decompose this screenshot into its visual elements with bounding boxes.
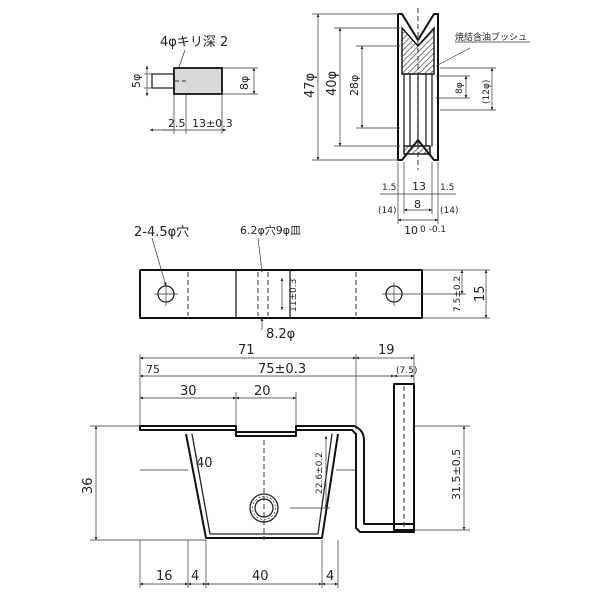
bush-15l-label: 1.5 [382,183,396,193]
bush-40-label: 40φ [325,71,340,96]
bush-10tol-label: 0 -0.1 [420,225,446,235]
front-20-label: 20 [254,384,271,399]
front-40-label: 40 [196,456,213,471]
pin-note-label: 4φキリ深 2 [160,35,228,50]
bush-8w-label: 8 [414,198,421,211]
front-75a-label: 75 [146,363,160,376]
bush-note-label: 焼結含油ブッシュ [455,31,527,43]
front-40b-label: 40 [252,569,269,584]
front-19-label: 19 [378,343,395,358]
pin-detail [144,49,258,134]
pin-dia-label: 8φ [238,76,251,90]
pin-len-a-label: 2.5 [168,117,186,130]
bracket-11-label: 11±0.3 [289,279,299,312]
bracket-75-label: 7.5±0.2 [453,276,463,312]
bush-8-label: 8φ [455,82,465,94]
bracket-slot-label: 6.2φ穴9φ皿 [240,223,301,237]
pin-height-label: 5φ [130,74,143,88]
bush-14r-label: (14) [440,206,458,216]
bush-12-label: (12φ) [482,80,492,104]
front-315-label: 31.5±0.5 [450,449,463,500]
bush-13-label: 13 [412,180,426,193]
front-30-label: 30 [180,384,197,399]
pin-len-b-label: 13±0.3 [192,117,233,130]
front-75b-label: 75±0.3 [258,362,306,377]
front-16-label: 16 [156,569,173,584]
bush-10-label: 10 [404,224,418,237]
bracket-holes-label: 2-4.5φ穴 [134,225,189,240]
front-75c-label: (7.5) [396,366,417,376]
bracket-front-view [90,354,470,588]
bracket-8-label: 8.2φ [266,327,295,342]
front-71-label: 71 [238,343,255,358]
front-4b-label: 4 [326,569,334,584]
front-4a-label: 4 [191,569,199,584]
bracket-top-view [139,237,490,330]
bracket-15-label: 15 [473,285,488,302]
bush-47-label: 47φ [303,73,318,98]
bush-section [312,8,530,224]
bush-14l-label: (14) [378,206,396,216]
front-226-label: 22.6±0.2 [315,452,325,494]
front-36-label: 36 [81,477,96,494]
bush-28-label: 28φ [348,75,361,96]
bush-15r-label: 1.5 [440,183,454,193]
